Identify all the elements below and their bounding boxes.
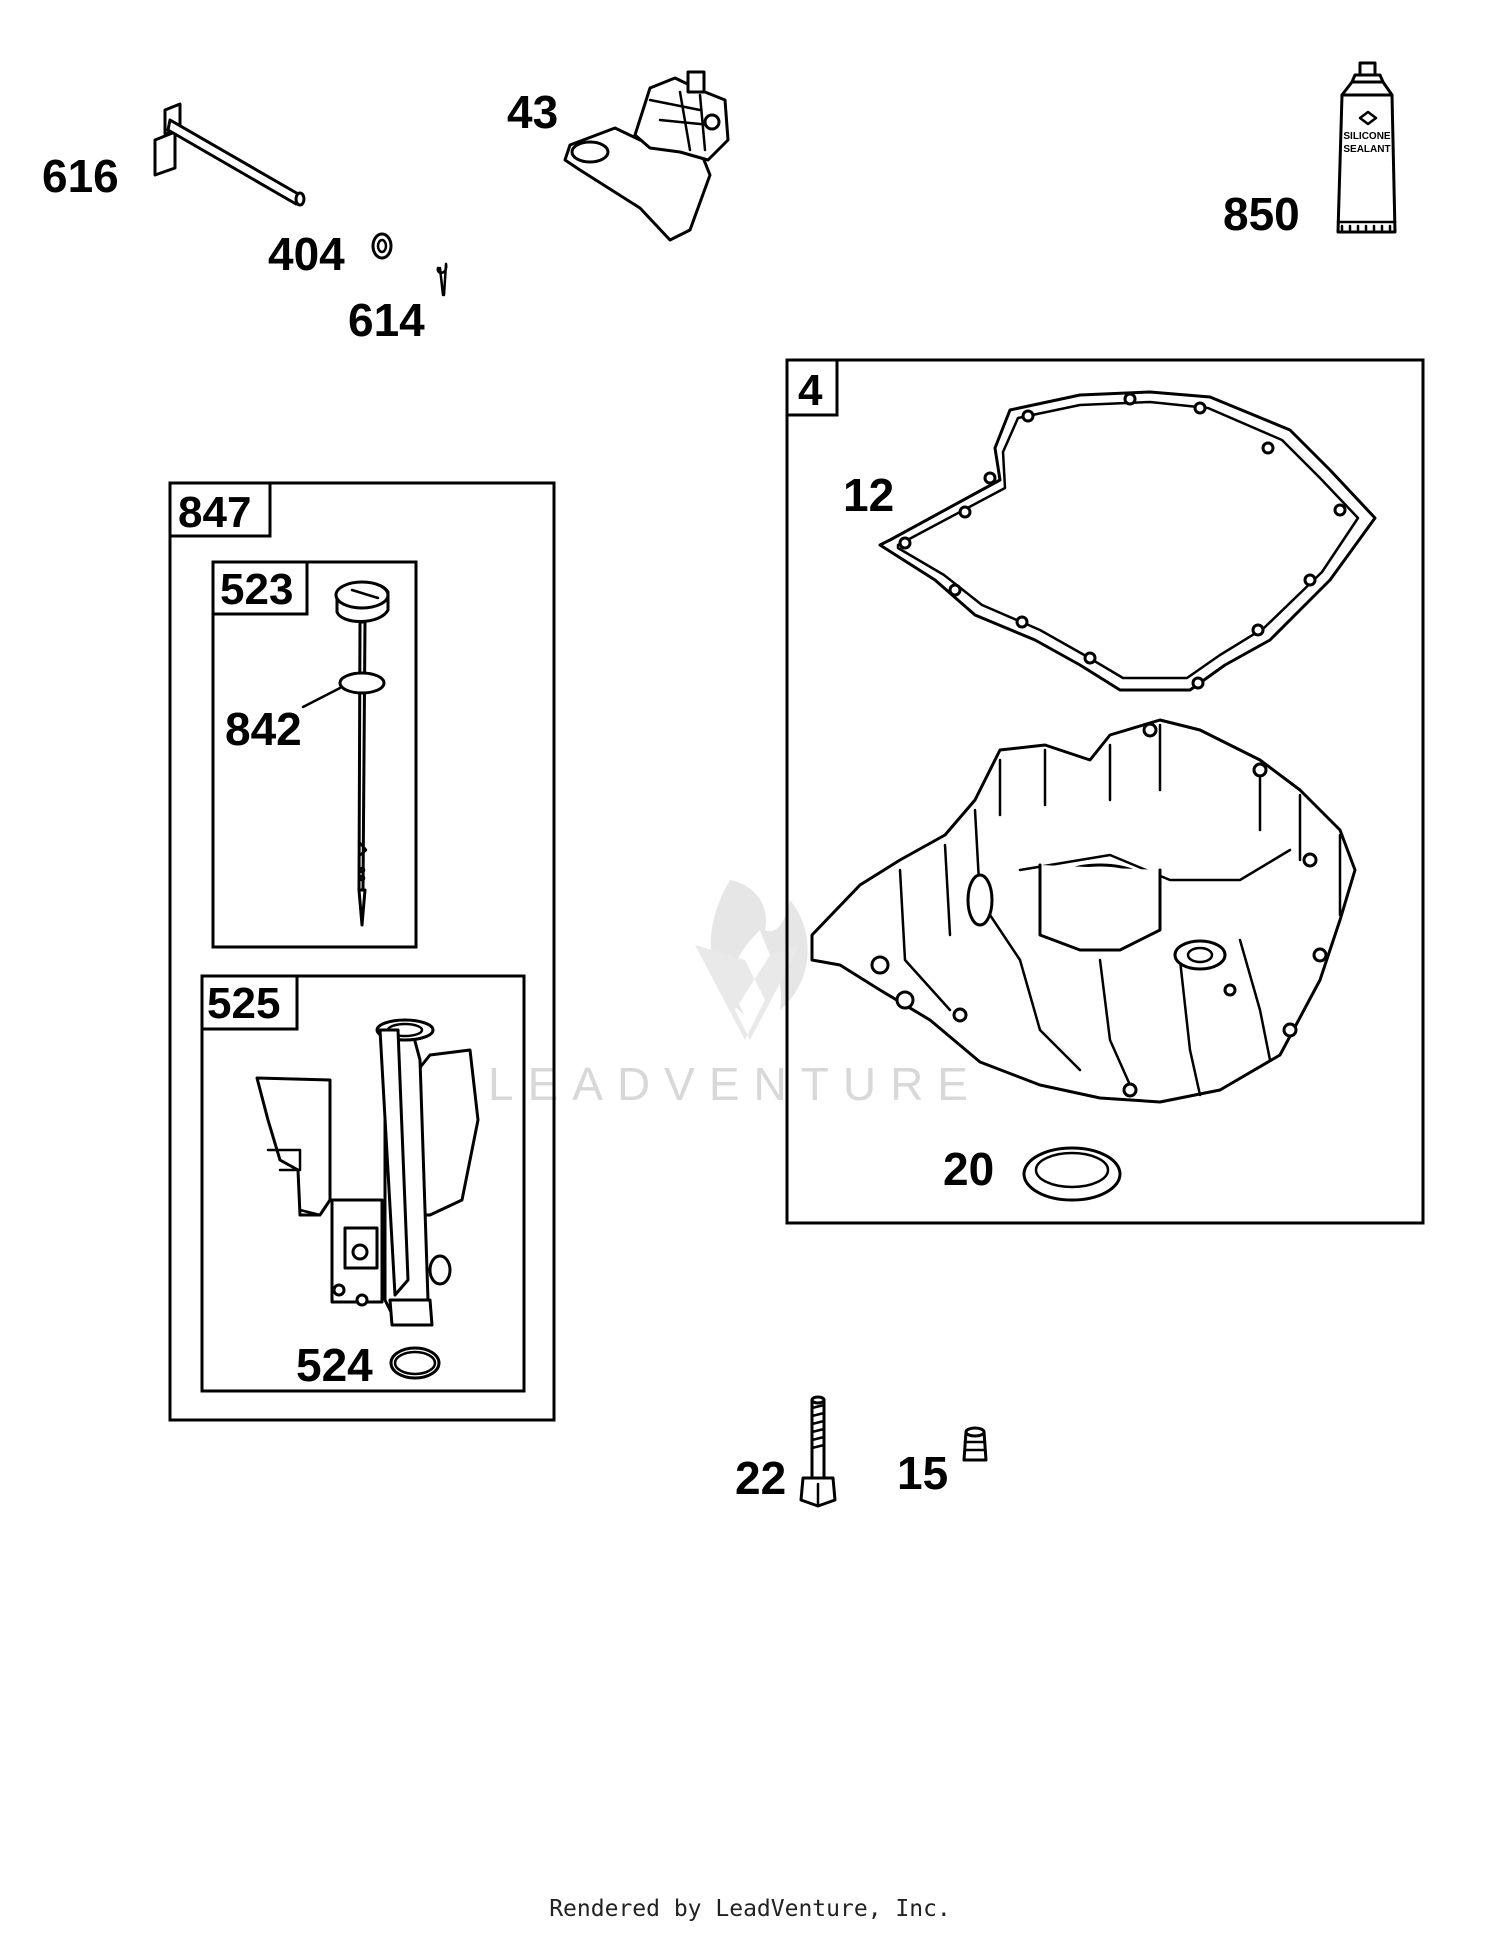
kit-box-525 [200,974,526,1393]
part-523-dipstick [301,580,390,927]
callout-614: 614 [348,294,425,346]
callout-404: 404 [268,228,345,280]
callout-616: 616 [42,150,119,202]
part-614-clip [436,262,448,297]
callout-524: 524 [296,1339,373,1391]
part-15-plug [962,1426,988,1462]
callout-850: 850 [1223,188,1300,240]
callout-842: 842 [225,703,302,755]
callout-4: 4 [798,366,823,415]
part-524-o-ring [389,1346,441,1380]
part-404-washer [371,232,393,260]
part-43-bracket [563,70,730,242]
watermark-text: LEADVENTURE [488,1058,982,1110]
part-850-silicone-tube: SILICONE SEALANT [1336,61,1397,234]
callout-43: 43 [507,86,558,138]
part-525-fill-tube [255,1018,480,1327]
part-20-seal [1022,1146,1122,1202]
part-4-oil-sump [810,718,1357,1104]
callout-12: 12 [843,469,894,521]
part-616-rod [153,102,306,207]
tube-line1: SILICONE [1343,131,1391,142]
kit-box-847 [168,481,556,1422]
kit-box-4-tab [785,358,839,417]
part-22-bolt [799,1395,837,1508]
footer-credit: Rendered by LeadVenture, Inc. [549,1896,951,1922]
kit-box-525-tab [200,974,299,1031]
callout-523: 523 [220,565,293,614]
kit-box-847-tab [168,481,272,538]
tube-line2: SEALANT [1343,144,1390,155]
callout-15: 15 [897,1447,948,1499]
kit-box-4 [785,358,1425,1225]
callout-20: 20 [943,1143,994,1195]
kit-box-523 [211,560,418,949]
watermark: LEADVENTURE [488,880,982,1110]
kit-box-523-tab [211,560,309,616]
callout-525: 525 [207,979,280,1028]
callout-847: 847 [178,488,251,537]
callout-22: 22 [735,1452,786,1504]
part-12-gasket [878,390,1377,692]
